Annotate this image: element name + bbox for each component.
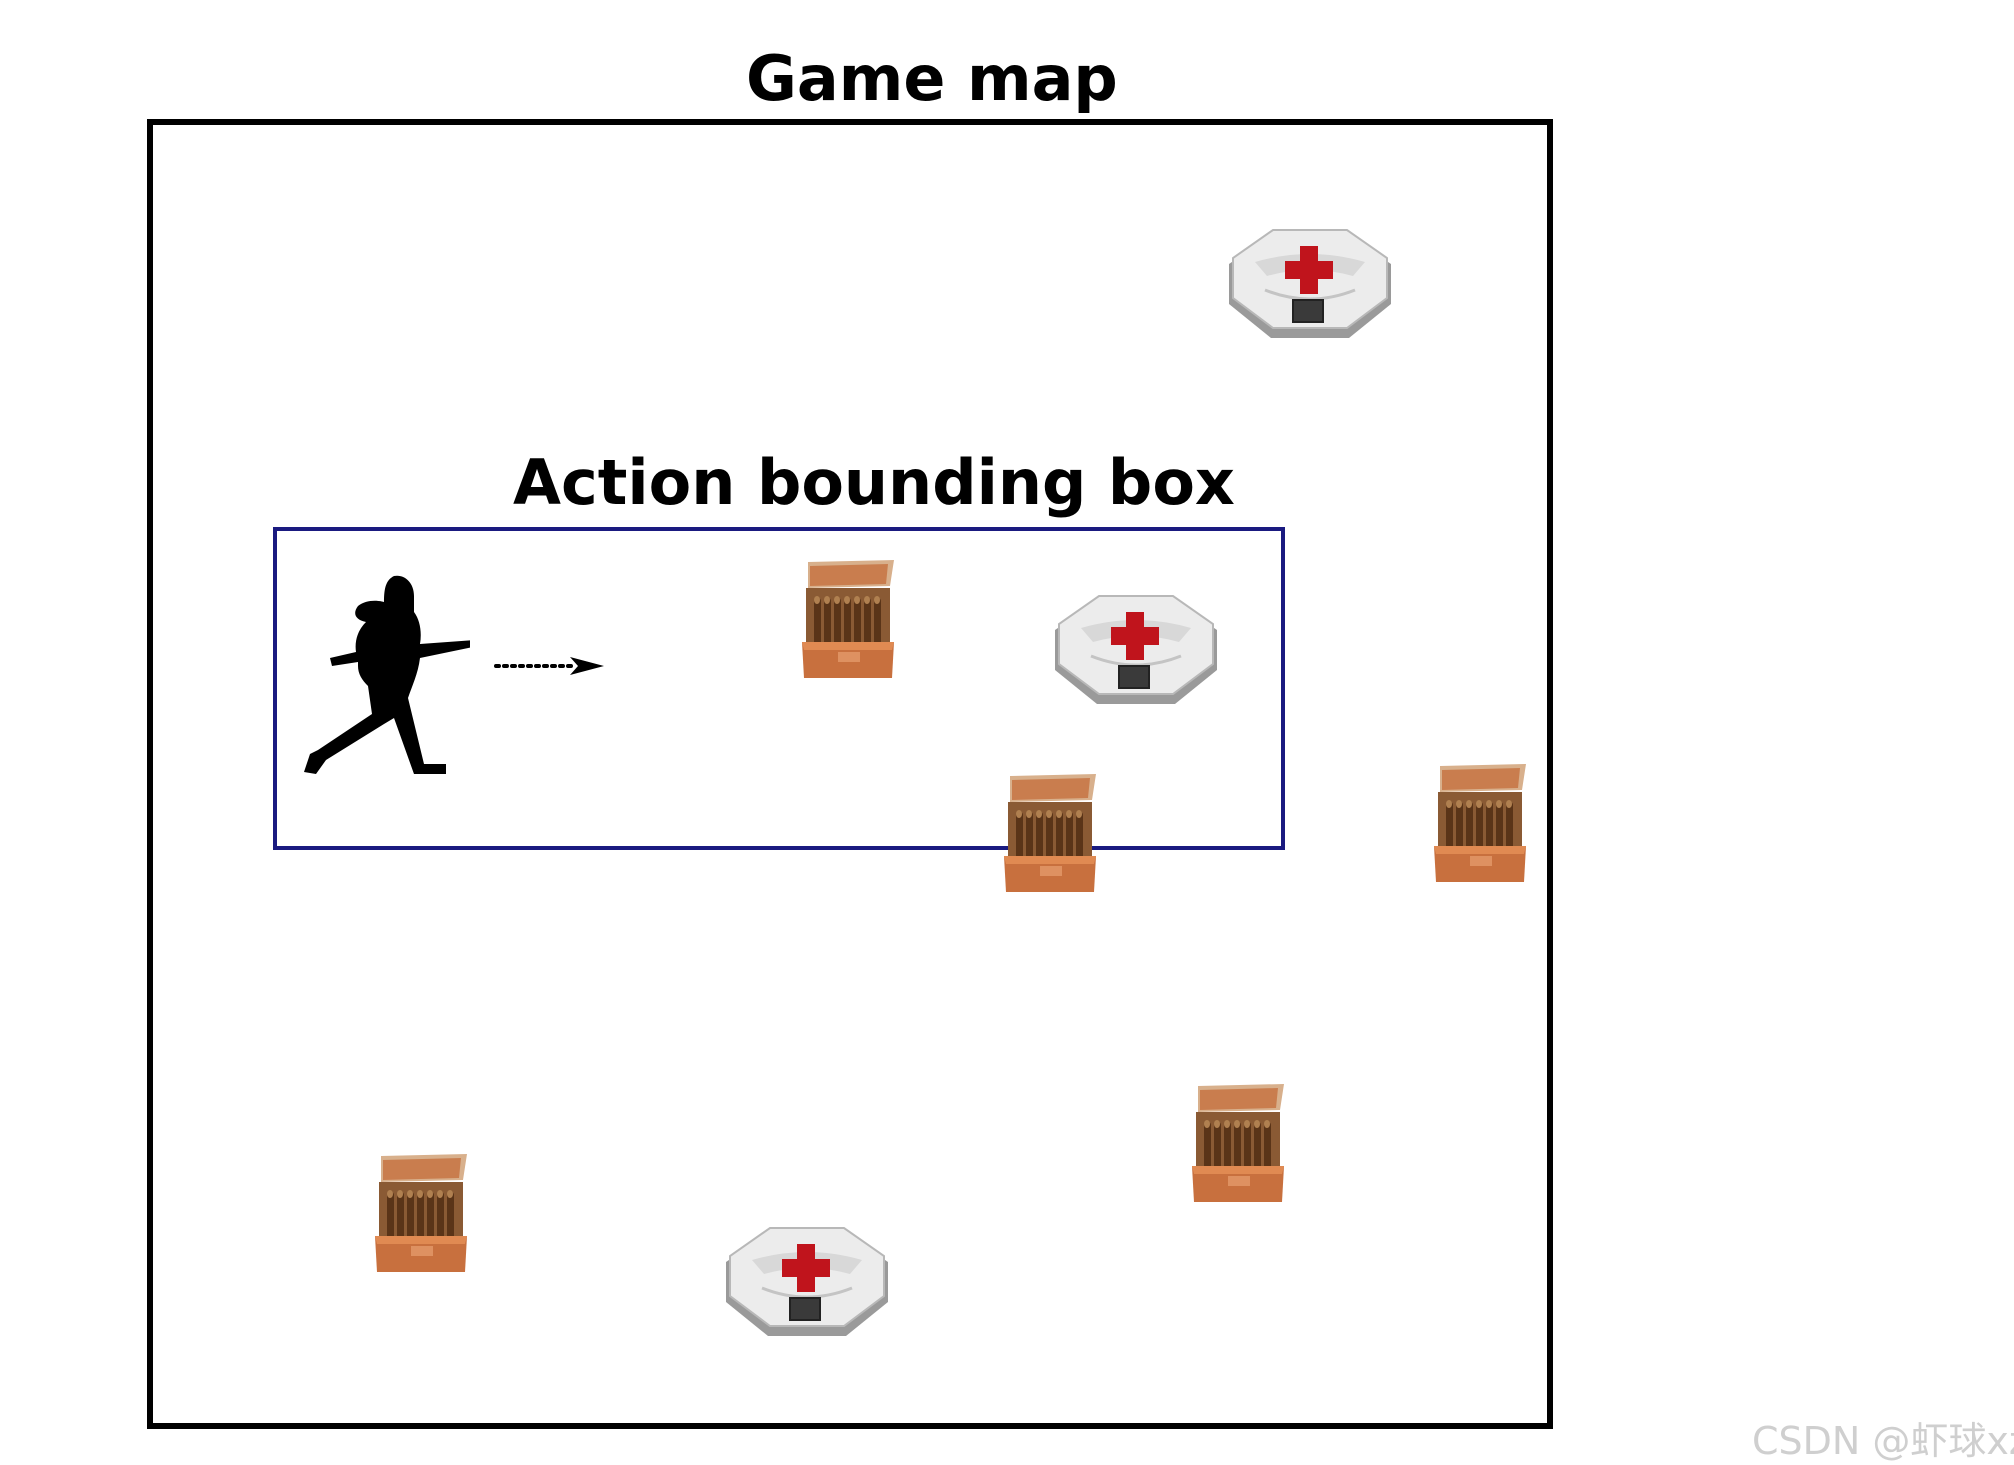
medkit-icon [1051,594,1221,708]
ammo-box-icon [1432,762,1528,886]
action-bounding-box-title: Action bounding box [513,446,1235,519]
ammo-box-icon [1002,772,1098,896]
action-bounding-box [273,527,1285,850]
ammo-box-icon [800,558,896,682]
watermark: CSDN @虾球xz [1752,1419,2014,1463]
dotted-arrow-icon [494,657,604,675]
game-map-title: Game map [746,42,1118,115]
ammo-box-icon [373,1152,469,1276]
ammo-box-icon [1190,1082,1286,1206]
game-map-frame [147,119,1553,1429]
soldier-icon [304,575,470,774]
medkit-icon [1225,228,1395,342]
medkit-icon [722,1226,892,1340]
